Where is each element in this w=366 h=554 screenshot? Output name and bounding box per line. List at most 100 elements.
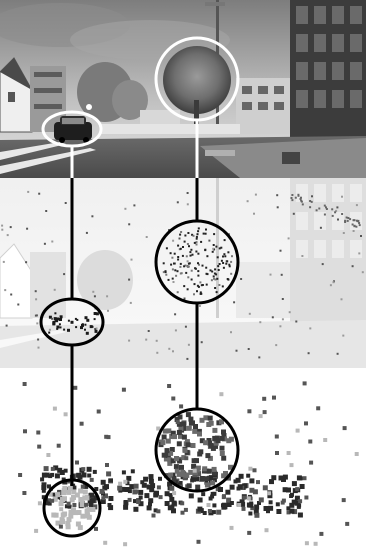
feature-mark xyxy=(190,249,192,251)
cloud-point xyxy=(247,496,251,500)
feature-mark xyxy=(184,235,186,237)
feature-mark xyxy=(168,279,170,281)
cloud-point xyxy=(73,386,77,390)
feature-mark xyxy=(128,279,130,281)
feature-mark xyxy=(291,197,293,199)
feature-mark xyxy=(59,323,61,325)
cloud-point xyxy=(205,453,210,458)
balcony xyxy=(34,104,62,109)
cloud-point xyxy=(166,428,171,433)
cloud-point xyxy=(304,496,308,500)
feature-mark xyxy=(194,283,196,285)
cloud-point xyxy=(197,432,202,437)
cloud-point xyxy=(191,443,196,448)
cloud-point xyxy=(188,470,193,475)
feature-mark xyxy=(182,255,184,257)
cloud-point xyxy=(118,482,122,486)
feature-mark xyxy=(277,206,279,208)
cloud-point xyxy=(149,474,154,479)
feature-mark xyxy=(205,233,207,235)
feature-mark xyxy=(324,214,326,216)
feature-mark xyxy=(276,194,278,196)
cloud-point xyxy=(122,388,126,392)
feature-mark xyxy=(182,246,184,248)
house-window xyxy=(8,92,15,102)
bollard xyxy=(282,152,300,164)
feature-mark xyxy=(171,257,173,259)
cloud-point xyxy=(220,451,225,456)
feature-mark xyxy=(258,356,260,358)
cloud-point xyxy=(101,496,105,500)
feature-mark xyxy=(217,256,219,258)
feature-mark xyxy=(362,271,364,273)
feature-mark xyxy=(295,197,297,199)
feature-mark xyxy=(196,236,198,238)
feature-mark xyxy=(188,344,190,346)
cloud-point xyxy=(223,471,228,476)
feature-mark xyxy=(341,196,343,198)
cloud-point xyxy=(61,512,66,517)
feature-mark xyxy=(205,267,207,269)
feature-mark xyxy=(316,209,318,211)
feature-mark xyxy=(25,261,27,263)
feature-mark xyxy=(56,326,59,329)
cloud-point xyxy=(194,458,199,463)
balcony xyxy=(34,72,62,77)
cloud-point xyxy=(147,485,152,490)
cloud-point xyxy=(276,509,281,514)
cloud-point xyxy=(34,529,38,533)
cloud-point xyxy=(197,507,202,512)
feature-mark xyxy=(60,326,62,328)
cloud-point xyxy=(248,512,252,516)
feature-mark xyxy=(198,227,200,229)
feature-mark xyxy=(51,318,53,320)
cloud-point xyxy=(156,509,160,513)
cloud-point xyxy=(343,426,347,430)
feature-mark xyxy=(174,269,176,271)
cloud-point xyxy=(179,465,184,470)
feature-mark xyxy=(172,350,174,352)
feature-mark xyxy=(44,243,46,245)
cloud-point xyxy=(189,421,194,426)
cloud-point xyxy=(178,415,183,420)
cloud-point xyxy=(57,444,61,448)
cloud-point xyxy=(342,498,346,502)
feature-mark xyxy=(188,266,190,268)
cloud-point xyxy=(195,485,200,490)
cloud-point xyxy=(225,490,230,495)
feature-mark xyxy=(218,269,220,271)
cloud-point xyxy=(184,456,188,460)
cloud-point xyxy=(269,500,273,504)
cloud-point xyxy=(168,505,173,510)
cloud-point xyxy=(355,452,359,456)
cloud-point xyxy=(165,501,170,506)
feature-mark xyxy=(309,206,311,208)
feature-mark xyxy=(211,279,213,281)
cloud-point xyxy=(160,440,165,445)
cloud-point xyxy=(100,489,105,494)
feature-mark xyxy=(60,318,62,320)
cloud-point xyxy=(198,449,203,454)
cloud-point xyxy=(345,522,349,526)
feature-mark xyxy=(173,263,175,265)
feature-mark xyxy=(259,321,261,323)
feature-mark xyxy=(291,199,293,201)
cloud-point xyxy=(176,420,180,424)
feature-mark xyxy=(215,246,217,248)
cloud-point xyxy=(42,489,46,493)
feature-mark xyxy=(10,294,12,296)
feature-mark xyxy=(212,251,214,253)
cloud-point xyxy=(134,484,139,489)
feature-mark xyxy=(27,191,29,193)
feature-mark xyxy=(7,234,9,236)
cloud-point xyxy=(203,511,207,515)
feature-mark xyxy=(320,227,322,229)
feature-mark xyxy=(358,222,360,224)
feature-mark xyxy=(85,316,88,319)
cloud-point xyxy=(267,491,271,495)
cloud-point xyxy=(200,476,205,481)
feature-mark xyxy=(194,242,196,244)
feature-mark xyxy=(191,270,193,272)
feature-mark xyxy=(86,232,88,234)
feature-mark xyxy=(90,325,93,328)
